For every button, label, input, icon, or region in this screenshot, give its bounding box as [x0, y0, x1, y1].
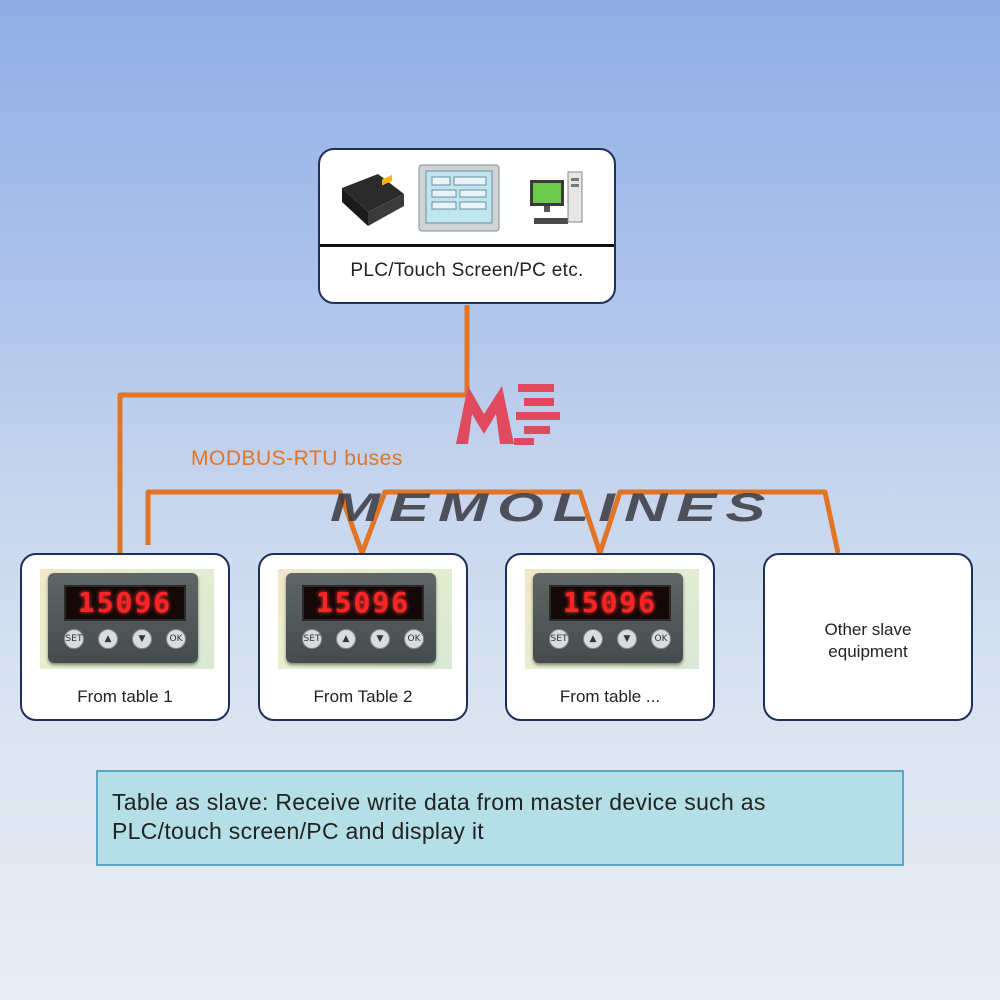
memolines-watermark: MEMOLINES	[330, 486, 775, 530]
panel-meter-image: 15096 SET ▲ ▼ OK	[278, 569, 452, 669]
meter-buttons: SET ▲ ▼ OK	[302, 629, 424, 651]
memolines-logo-icon	[456, 384, 560, 445]
bus-line-table2	[145, 489, 841, 556]
slave-box-other: Other slave equipment	[763, 553, 973, 721]
slave-label-1: From table 1	[77, 687, 173, 706]
meter-face: 15096 SET ▲ ▼ OK	[48, 573, 198, 663]
down-button: ▼	[370, 629, 390, 649]
meter-display: 15096	[302, 585, 424, 621]
touch-screen-icon	[418, 164, 500, 232]
set-button: SET	[549, 629, 569, 649]
slave-box-2: 15096 SET ▲ ▼ OK From Table 2	[258, 553, 468, 721]
master-label: PLC/Touch Screen/PC etc.	[350, 260, 584, 281]
down-button: ▼	[132, 629, 152, 649]
master-icons	[320, 150, 614, 246]
slave-label-3: From table ...	[559, 687, 661, 706]
meter-display: 15096	[549, 585, 671, 621]
master-divider	[320, 244, 614, 247]
up-button: ▲	[98, 629, 118, 649]
plc-icon	[342, 174, 404, 226]
panel-meter-image: 15096 SET ▲ ▼ OK	[40, 569, 214, 669]
slave-box-3: 15096 SET ▲ ▼ OK From table ...	[505, 553, 715, 721]
up-button: ▲	[336, 629, 356, 649]
set-button: SET	[302, 629, 322, 649]
meter-buttons: SET ▲ ▼ OK	[64, 629, 186, 651]
up-button: ▲	[583, 629, 603, 649]
slave-box-1: 15096 SET ▲ ▼ OK From table 1	[20, 553, 230, 721]
ok-button: OK	[404, 629, 424, 649]
set-button: SET	[64, 629, 84, 649]
meter-face: 15096 SET ▲ ▼ OK	[286, 573, 436, 663]
bus-label: MODBUS-RTU buses	[191, 447, 403, 470]
panel-meter-image: 15096 SET ▲ ▼ OK	[525, 569, 699, 669]
ok-button: OK	[651, 629, 671, 649]
desktop-pc-icon	[530, 171, 583, 224]
description-text: Table as slave: Receive write data from …	[112, 789, 766, 844]
master-device-box: PLC/Touch Screen/PC etc.	[318, 148, 616, 304]
meter-display: 15096	[64, 585, 186, 621]
description-note: Table as slave: Receive write data from …	[96, 770, 904, 866]
ok-button: OK	[166, 629, 186, 649]
meter-buttons: SET ▲ ▼ OK	[549, 629, 671, 651]
down-button: ▼	[617, 629, 637, 649]
slave-label-2: From Table 2	[313, 687, 413, 706]
meter-face: 15096 SET ▲ ▼ OK	[533, 573, 683, 663]
master-to-table1-line	[117, 305, 470, 553]
other-slave-label: Other slave equipment	[824, 620, 912, 661]
